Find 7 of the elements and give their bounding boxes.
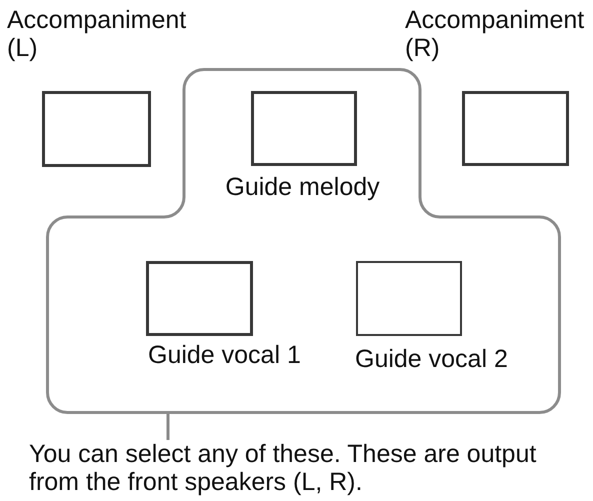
- leader-line: [166, 414, 170, 440]
- speaker-label: Accompaniment (L): [7, 6, 188, 62]
- speaker-label: Guide melody: [224, 173, 381, 201]
- speaker-label: Accompaniment (R): [405, 6, 586, 62]
- speaker-label: Guide vocal 1: [148, 341, 302, 369]
- speaker-label: Guide vocal 2: [355, 345, 509, 373]
- note-text: You can select any of these. These are output from the front speakers (L, R).: [29, 440, 538, 496]
